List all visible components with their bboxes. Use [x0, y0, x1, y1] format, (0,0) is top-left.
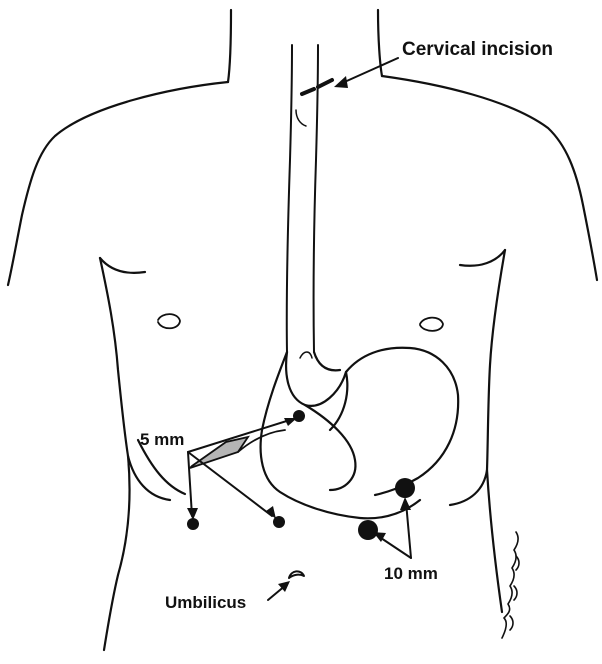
umbilicus-mark — [289, 571, 304, 578]
right-flank-line — [487, 470, 502, 612]
left-flank-line — [104, 456, 130, 650]
port-10mm-left — [358, 520, 378, 540]
torso-outline — [8, 10, 597, 650]
artist-signature — [502, 532, 519, 638]
port-5mm-upper — [293, 410, 305, 422]
right-trunk-line — [450, 250, 505, 505]
five-mm-label: 5 mm — [140, 431, 184, 448]
left-shoulder-line — [8, 82, 228, 285]
cervical-incision-arrow — [340, 58, 398, 84]
left-pectoral-line — [100, 258, 145, 273]
five-mm-pointers — [187, 418, 297, 520]
umbilicus-label: Umbilicus — [165, 594, 246, 611]
ten-mm-pointers — [373, 497, 411, 558]
left-trunk-line — [100, 258, 170, 500]
nipple-left — [158, 314, 180, 328]
port-10mm-right — [395, 478, 415, 498]
right-shoulder-line — [382, 76, 597, 280]
stomach — [261, 348, 459, 519]
nipple-right — [420, 318, 443, 331]
cervical-incision-label: Cervical incision — [402, 40, 553, 59]
cervical-arrowhead — [334, 76, 348, 88]
neck-left-line — [228, 10, 231, 82]
right-pectoral-line — [460, 250, 505, 266]
trocar-ports — [187, 410, 415, 540]
ten-mm-label: 10 mm — [384, 565, 438, 582]
